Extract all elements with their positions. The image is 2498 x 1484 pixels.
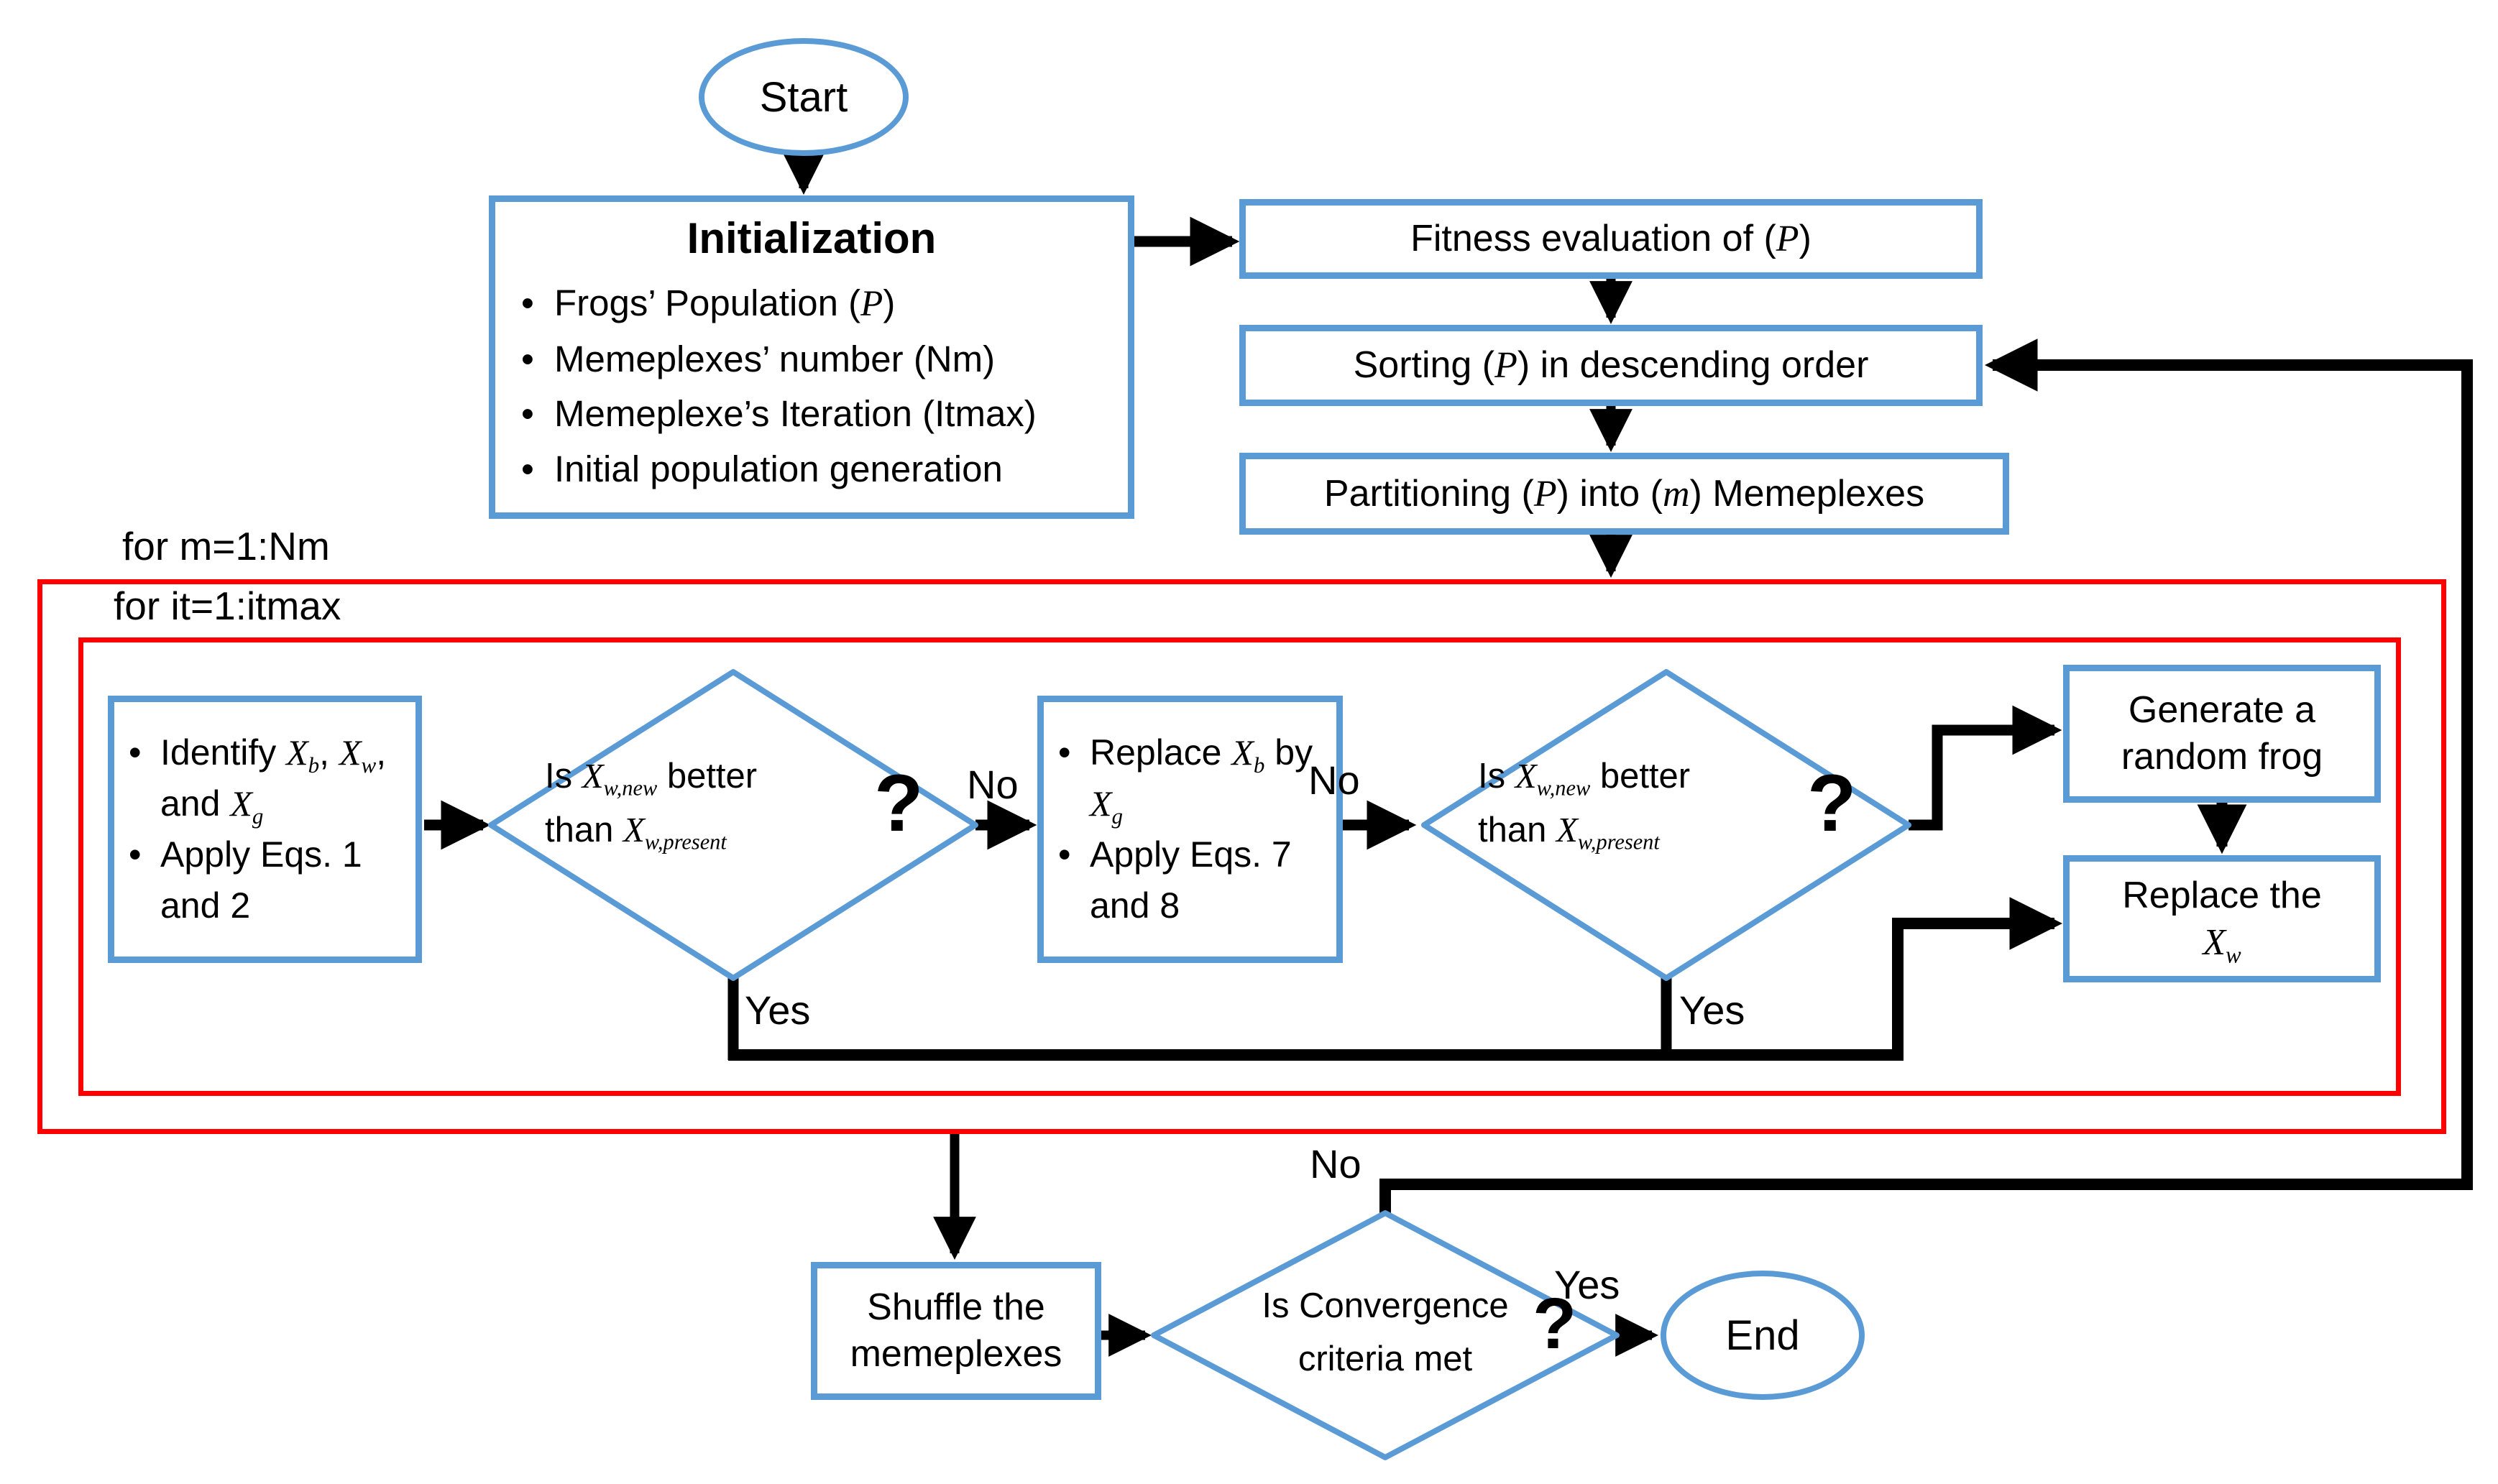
decision1-question-mark: ? [874,758,924,848]
decision1-line1: Is Xw,new better [545,756,758,801]
decision2-diamond [1421,669,1911,981]
replace-xw-box: Replace the Xw [2063,855,2381,982]
inner-loop-label: for it=1:itmax [114,584,341,628]
decision2-line1: Is Xw,new better [1478,756,1691,801]
replace-xw-line2: Xw [2203,921,2241,967]
outer-loop-label: for m=1:Nm [122,524,330,568]
initialization-bullets: Frogs’ Population (P) Memeplexes’ number… [513,276,1111,497]
outer-loop-frame [37,579,2446,1134]
replace-xb-bullet: Replace Xb by Xg [1050,727,1331,829]
decision1-no-label: No [967,762,1019,807]
identify-bullet: Identify Xb, Xw, and Xg [120,727,410,829]
decision3-question-mark: ? [1533,1283,1577,1364]
replace-xb-box: Replace Xb by Xg Apply Eqs. 7 and 8 [1037,696,1343,963]
end-terminator: End [1661,1271,1865,1400]
replace-xw-line1: Replace the [2122,874,2322,916]
replace-xb-bullets: Replace Xb by Xg Apply Eqs. 7 and 8 [1050,727,1331,931]
edge-yes-join-replacew [728,897,2063,1061]
decision2-yes-label: Yes [1679,987,1745,1033]
decision2-line2: than Xw,present [1478,809,1660,854]
decision3-diamond [1151,1210,1620,1460]
decision3-question: Is Convergence criteria met [1206,1280,1565,1386]
initialization-bullet: Memeplexe’s Iteration (Itmax) [513,387,1111,442]
decision1-yes-label: Yes [745,987,811,1033]
decision2-question: Is Xw,new better than Xw,present [1478,750,1809,857]
partitioning-label: Partitioning (P) into (m) Memeplexes [1323,472,1925,515]
fitness-label: Fitness evaluation of (P) [1410,218,1811,259]
decision3-yes-label: Yes [1554,1262,1620,1307]
partitioning-box: Partitioning (P) into (m) Memeplexes [1239,453,2009,535]
fitness-box: Fitness evaluation of (P) [1239,199,1983,279]
shuffle-box: Shuffle the memeplexes [811,1262,1101,1400]
generate-frog-box: Generate a random frog [2063,665,2381,803]
inner-loop-frame [78,637,2401,1096]
edge-decision3-no-sorting [1379,338,2473,1213]
decision1-diamond [488,669,978,981]
initialization-box: Initialization Frogs’ Population (P) Mem… [489,195,1134,519]
generate-frog-label: Generate a random frog [2121,689,2323,778]
replace-xb-bullet: Apply Eqs. 7 and 8 [1050,829,1331,931]
decision1-question: Is Xw,new better than Xw,present [545,750,876,857]
decision3-line1: Is Convergence [1262,1286,1509,1325]
decision1-line2: than Xw,present [545,809,727,854]
decision2-no-label: No [1308,757,1360,803]
initialization-bullet: Frogs’ Population (P) [513,276,1111,332]
identify-box: Identify Xb, Xw, and Xg Apply Eqs. 1 and… [108,696,422,963]
start-terminator: Start [699,38,909,156]
sorting-box: Sorting (P) in descending order [1239,325,1983,406]
decision3-no-label: No [1310,1141,1361,1186]
shuffle-label: Shuffle the memeplexes [850,1286,1062,1375]
sorting-label: Sorting (P) in descending order [1353,344,1869,386]
initialization-title: Initialization [687,214,937,262]
initialization-bullet: Memeplexes’ number (Nm) [513,332,1111,387]
identify-bullet: Apply Eqs. 1 and 2 [120,829,410,931]
decision2-question-mark: ? [1807,758,1857,848]
initialization-bullet: Initial population generation [513,442,1111,497]
edge-decision2-no-generate [1909,705,2062,831]
identify-bullets: Identify Xb, Xw, and Xg Apply Eqs. 1 and… [120,727,410,931]
end-label: End [1725,1312,1800,1359]
start-label: Start [759,73,848,121]
decision3-line2: criteria met [1298,1339,1473,1378]
